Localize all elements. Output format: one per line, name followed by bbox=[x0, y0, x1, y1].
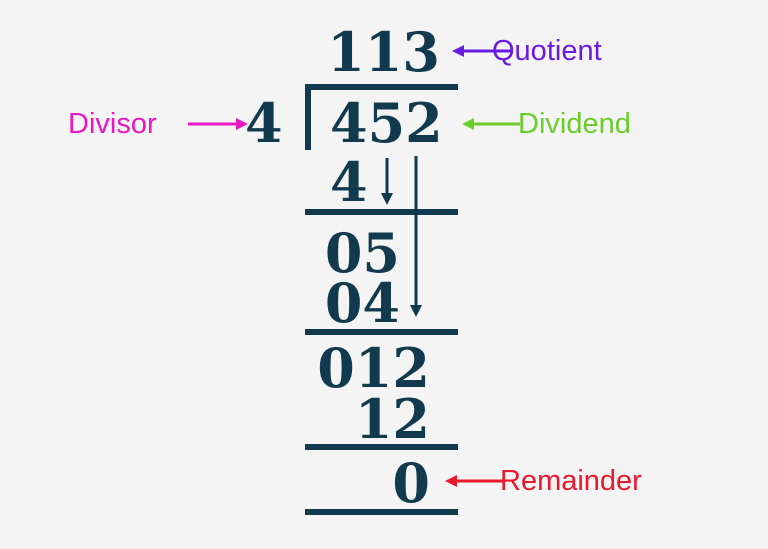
arrow-left-icon-remainder bbox=[445, 475, 503, 487]
divisor-label: Divisor bbox=[68, 108, 157, 140]
final-rule bbox=[305, 509, 458, 515]
division-bracket-vertical bbox=[305, 84, 311, 150]
subtraction-rule-3 bbox=[305, 444, 458, 450]
step3-bringdown: 012 bbox=[317, 336, 430, 400]
quotient-value: 113 bbox=[327, 20, 440, 84]
division-bracket-top bbox=[305, 84, 458, 90]
dividend-label: Dividend bbox=[518, 108, 631, 140]
remainder-label: Remainder bbox=[500, 465, 642, 497]
step2-product: 04 bbox=[324, 271, 400, 335]
subtraction-rule-2 bbox=[305, 329, 458, 335]
step3-product: 12 bbox=[354, 387, 430, 451]
divisor-value: 4 bbox=[245, 91, 283, 155]
dividend-value: 452 bbox=[330, 91, 443, 155]
arrow-left-icon-quotient bbox=[452, 45, 512, 57]
step2-bringdown: 05 bbox=[324, 221, 400, 285]
arrow-down-icon-bringdown-short bbox=[381, 158, 393, 205]
quotient-label: Quotient bbox=[492, 35, 602, 67]
arrow-down-icon-bringdown-long bbox=[410, 156, 422, 317]
subtraction-rule-1 bbox=[305, 209, 458, 215]
remainder-value: 0 bbox=[392, 451, 430, 515]
step1-product: 4 bbox=[330, 150, 368, 214]
arrow-left-icon-dividend bbox=[462, 118, 520, 130]
arrow-right-icon-divisor bbox=[188, 118, 248, 130]
